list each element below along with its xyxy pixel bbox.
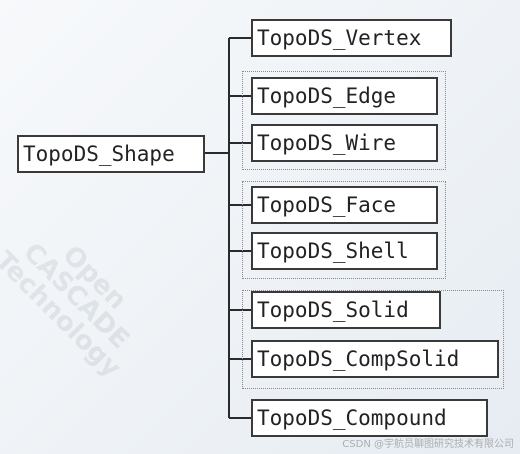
node-topods-shape: TopoDS_Shape bbox=[17, 135, 205, 173]
node-topods-vertex: TopoDS_Vertex bbox=[251, 19, 452, 57]
node-topods-edge: TopoDS_Edge bbox=[251, 77, 438, 115]
node-topods-wire: TopoDS_Wire bbox=[251, 124, 438, 162]
node-topods-solid: TopoDS_Solid bbox=[251, 291, 441, 329]
node-topods-compound: TopoDS_Compound bbox=[251, 399, 488, 437]
node-topods-compsolid: TopoDS_CompSolid bbox=[251, 340, 499, 378]
node-topods-face: TopoDS_Face bbox=[251, 186, 438, 224]
node-topods-shell: TopoDS_Shell bbox=[251, 232, 438, 270]
source-credit: CSDN @宇航员聊图研究技术有限公司 bbox=[342, 439, 514, 450]
group-face-shell bbox=[242, 181, 446, 279]
group-solid-compsolid bbox=[242, 290, 504, 389]
group-edge-wire bbox=[242, 71, 446, 170]
